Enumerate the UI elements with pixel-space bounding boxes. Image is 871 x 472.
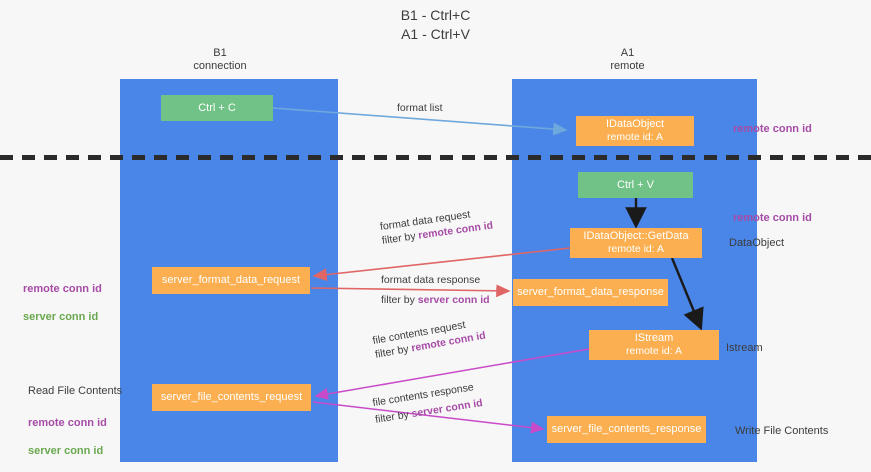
arrow-label-format-data-response: format data response filter by server co…: [381, 273, 490, 307]
box-ctrl-v-label: Ctrl + V: [617, 178, 654, 191]
box-server-format-data-response-label: server_format_data_response: [517, 286, 664, 298]
side-label-server-conn-id-left-2: server conn id: [28, 445, 104, 457]
side-label-istream: Istream: [726, 342, 763, 354]
box-server-format-data-request-label: server_format_data_request: [161, 274, 301, 286]
arrow-label-format-list: format list: [397, 101, 443, 115]
box-idataobject-title: IDataObject: [605, 118, 665, 130]
box-server-format-data-request[interactable]: server_format_data_request: [152, 267, 310, 294]
box-idataobject[interactable]: IDataObject remote id: A: [576, 116, 694, 146]
arrow-label-format-list-text: format list: [397, 102, 443, 114]
box-getdata-remote-id: remote id: A: [607, 243, 665, 255]
box-ctrl-v[interactable]: Ctrl + V: [578, 172, 693, 198]
side-label-read-file-contents: Read File Contents: [28, 385, 123, 397]
box-istream[interactable]: IStream remote id: A: [589, 330, 719, 360]
side-label-write-file-contents: Write File Contents: [735, 425, 829, 437]
box-idataobject-getdata[interactable]: IDataObject::GetData remote id: A: [570, 228, 702, 258]
arrow-label-file-contents-response: file contents response filter by server …: [372, 379, 484, 427]
filter-key-server-conn-id: server conn id: [417, 294, 490, 306]
arrow-label-format-data-request: format data request filter by remote con…: [379, 205, 494, 248]
column-header-a1-name: A1: [620, 47, 635, 59]
column-header-a1-role: remote: [610, 60, 645, 72]
side-label-remote-conn-id-left: remote conn id: [23, 283, 102, 295]
box-istream-title: IStream: [634, 332, 674, 344]
box-idataobject-remote-id: remote id: A: [606, 131, 664, 143]
side-label-conn-ids-bottom: remote conn id server conn id: [28, 402, 107, 472]
side-label-conn-ids-top: remote conn id server conn id: [23, 268, 102, 338]
side-label-remote-conn-id-mid: remote conn id: [733, 212, 812, 224]
arrow-label-file-contents-request: file contents request filter by remote c…: [372, 315, 487, 362]
box-server-file-contents-request-label: server_file_contents_request: [160, 391, 303, 403]
box-istream-remote-id: remote id: A: [625, 345, 683, 357]
arrow-label-format-data-response-filter: filter by server conn id: [381, 294, 490, 306]
box-server-file-contents-response-label: server_file_contents_response: [551, 423, 702, 435]
box-server-format-data-response[interactable]: server_format_data_response: [513, 279, 668, 306]
box-ctrl-c-label: Ctrl + C: [198, 101, 236, 114]
side-label-remote-conn-id-left-2: remote conn id: [28, 417, 107, 429]
box-getdata-title: IDataObject::GetData: [583, 230, 689, 242]
box-ctrl-c[interactable]: Ctrl + C: [161, 95, 273, 121]
side-label-server-conn-id-left: server conn id: [23, 311, 99, 323]
column-header-b1-role: connection: [193, 60, 247, 72]
side-label-dataobject: DataObject: [729, 237, 785, 249]
side-label-remote-conn-id-top: remote conn id: [733, 123, 812, 135]
box-server-file-contents-request[interactable]: server_file_contents_request: [152, 384, 311, 411]
phase-divider: [0, 155, 871, 160]
arrow-label-format-data-response-text: format data response: [381, 274, 481, 286]
column-header-b1-name: B1: [213, 47, 227, 59]
box-server-file-contents-response[interactable]: server_file_contents_response: [547, 416, 706, 443]
page-title: B1 - Ctrl+C A1 - Ctrl+V: [400, 7, 471, 42]
